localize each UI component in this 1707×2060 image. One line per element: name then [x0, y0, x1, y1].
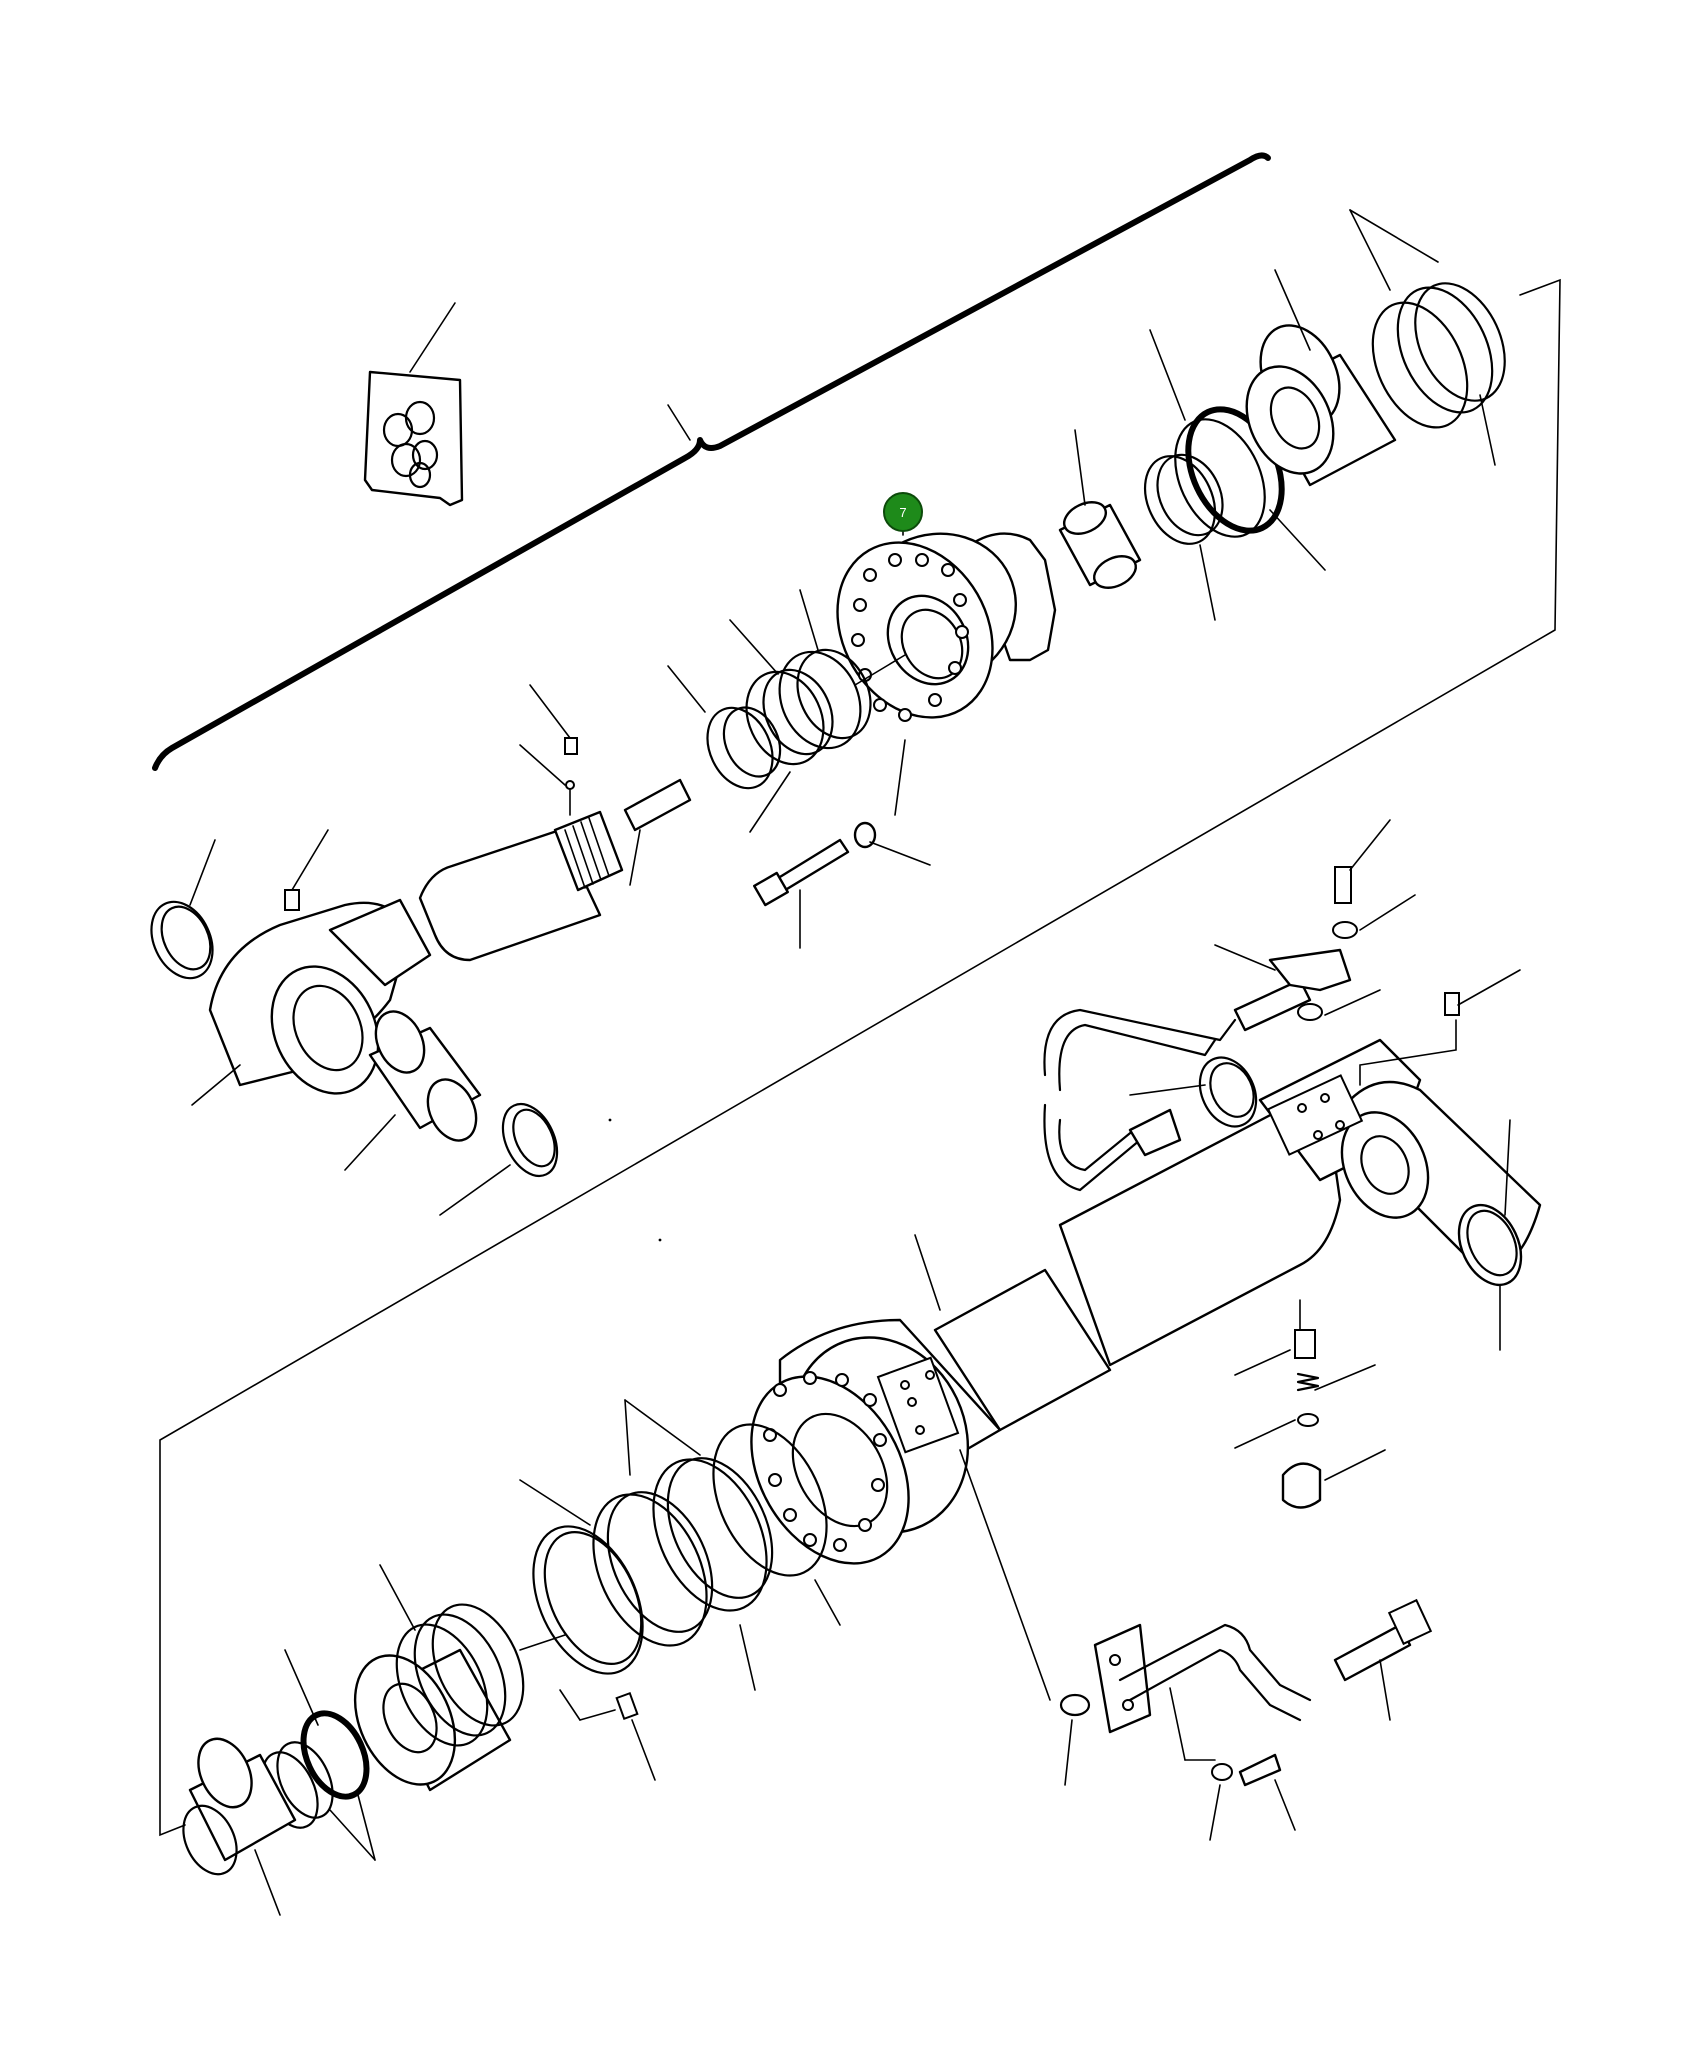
cylinder-barrel: [1058, 1038, 1542, 1367]
hydraulic-pipe-lower: [959, 1449, 1433, 1841]
piston-seals-lower: [519, 1399, 841, 1691]
bracket-leader: [667, 404, 691, 441]
rod-eye-bushing: [344, 1010, 559, 1216]
assembly-frame: [159, 278, 1561, 1837]
rod-seal-rings: [667, 589, 872, 833]
group-bracket-line: [152, 152, 1271, 771]
pipe-fittings-top: [1297, 819, 1521, 1086]
cylinder-flange-bottom: [750, 1336, 970, 1565]
callout-7-marker[interactable]: [883, 492, 923, 532]
callout-7-label: 7: [899, 505, 906, 520]
piston-rings-top: [1349, 209, 1506, 466]
end-bushing: [182, 1737, 297, 1916]
cylinder-head-flange: [836, 511, 1057, 722]
drain-plug-stack: [1234, 1299, 1386, 1509]
piston-bottom: [353, 1564, 656, 1792]
rod-eye-seal-left: [150, 839, 216, 980]
flange-bottom-bolt-holes: [763, 1371, 887, 1552]
piston-rod: [418, 684, 692, 962]
hydraulic-pipe-upper: [1043, 944, 1352, 1192]
callout-7[interactable]: 7: [883, 492, 923, 532]
flange-bolt-holes: [851, 553, 969, 722]
head-bolt: [753, 739, 931, 949]
rod-eye: [191, 829, 432, 1106]
seal-kit-packet: [363, 302, 464, 507]
rod-threads: [564, 817, 610, 889]
piston-head-top: [1245, 269, 1397, 487]
head-bushing: [1058, 429, 1142, 589]
